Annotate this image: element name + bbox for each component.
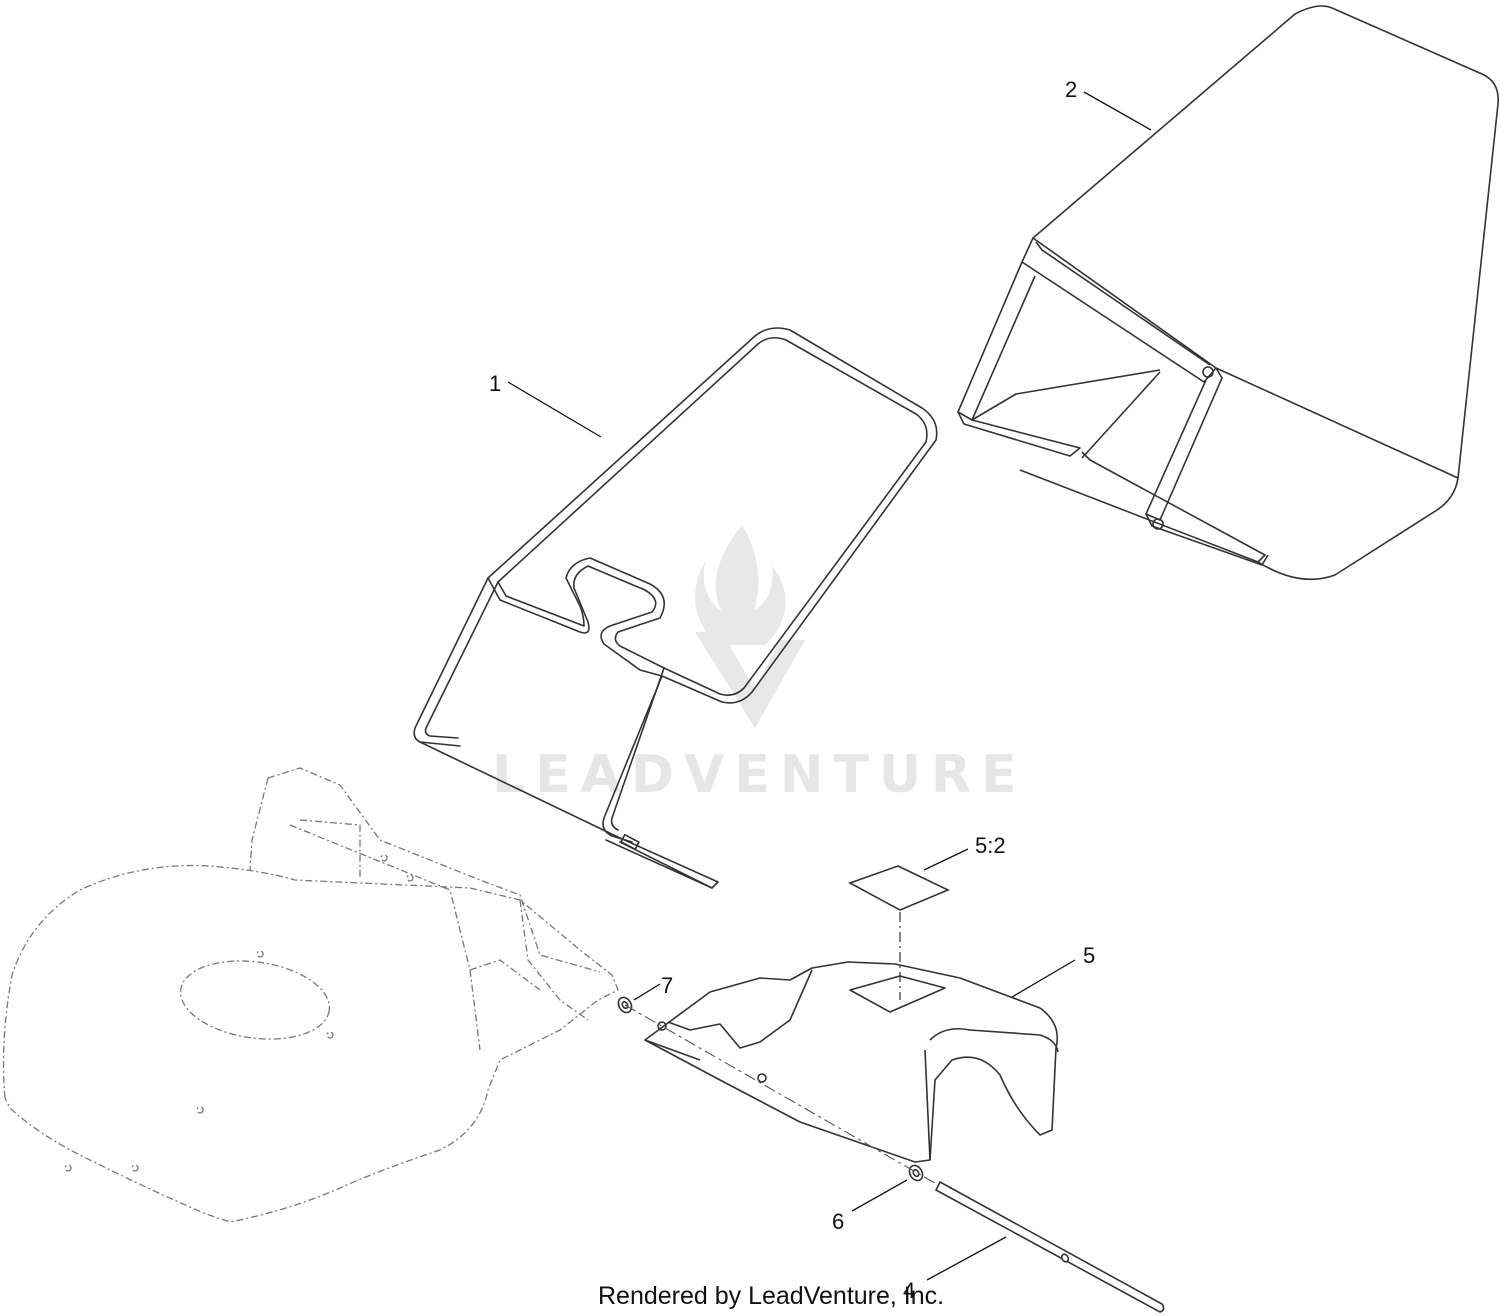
mower-deck-phantom bbox=[2, 767, 619, 1223]
washer[interactable] bbox=[907, 1163, 925, 1183]
rod-axis-line bbox=[624, 1004, 941, 1187]
callout-5: 5 bbox=[1083, 943, 1095, 968]
grass-bag[interactable] bbox=[957, 5, 1499, 581]
callout-5-2: 5:2 bbox=[975, 833, 1006, 858]
hinge-rod[interactable] bbox=[934, 1180, 1165, 1313]
callout-7: 7 bbox=[661, 973, 673, 998]
callout-6: 6 bbox=[832, 1209, 844, 1234]
bag-frame[interactable] bbox=[413, 327, 938, 889]
decal[interactable] bbox=[848, 865, 950, 911]
footer-credit: Rendered by LeadVenture, Inc. bbox=[598, 1282, 944, 1310]
watermark-text: LEADVENTURE bbox=[492, 745, 1027, 805]
callout-1: 1 bbox=[489, 371, 501, 396]
callout-4: 4 bbox=[903, 1278, 915, 1303]
callout-leaders bbox=[507, 91, 1152, 1281]
callout-2: 2 bbox=[1065, 77, 1077, 102]
rear-discharge-cover[interactable] bbox=[644, 961, 1059, 1163]
